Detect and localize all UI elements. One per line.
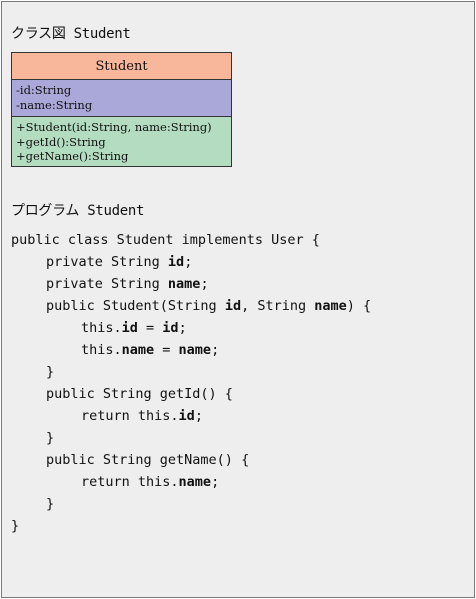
code-line: } xyxy=(46,430,55,446)
uml-class-name: Student xyxy=(12,53,231,80)
code-line: public String getName() { xyxy=(46,452,250,468)
uml-method-getid: +getId():String xyxy=(16,134,106,149)
program-heading: プログラム Student xyxy=(11,203,145,219)
code-listing: public class Student implements User { p… xyxy=(11,229,371,537)
uml-method-constructor: +Student(id:String, name:String) xyxy=(16,120,212,134)
uml-class-box: Student -id:String -name:String +Student… xyxy=(11,52,232,167)
code-line: this.id = id; xyxy=(81,320,187,336)
code-line: return this.id; xyxy=(81,408,203,424)
uml-attribute-name: -name:String xyxy=(16,98,93,112)
class-diagram-heading: クラス図 Student xyxy=(11,26,131,42)
code-line: } xyxy=(46,364,55,380)
uml-attribute-id: -id:String xyxy=(16,83,72,97)
uml-attributes: -id:String -name:String xyxy=(12,80,231,117)
code-line: this.name = name; xyxy=(81,342,220,358)
uml-methods: +Student(id:String, name:String) +getId(… xyxy=(12,117,231,166)
code-line: public String getId() { xyxy=(46,386,233,402)
uml-method-getname: +getName():String xyxy=(16,149,129,163)
code-line: return this.name; xyxy=(81,474,220,490)
code-line: private String id; xyxy=(46,254,193,270)
code-line: } xyxy=(46,496,55,512)
code-line: public Student(String id, String name) { xyxy=(46,298,372,314)
code-line: public class Student implements User { xyxy=(11,232,320,248)
code-line: private String name; xyxy=(46,276,209,292)
code-line: } xyxy=(11,518,20,534)
